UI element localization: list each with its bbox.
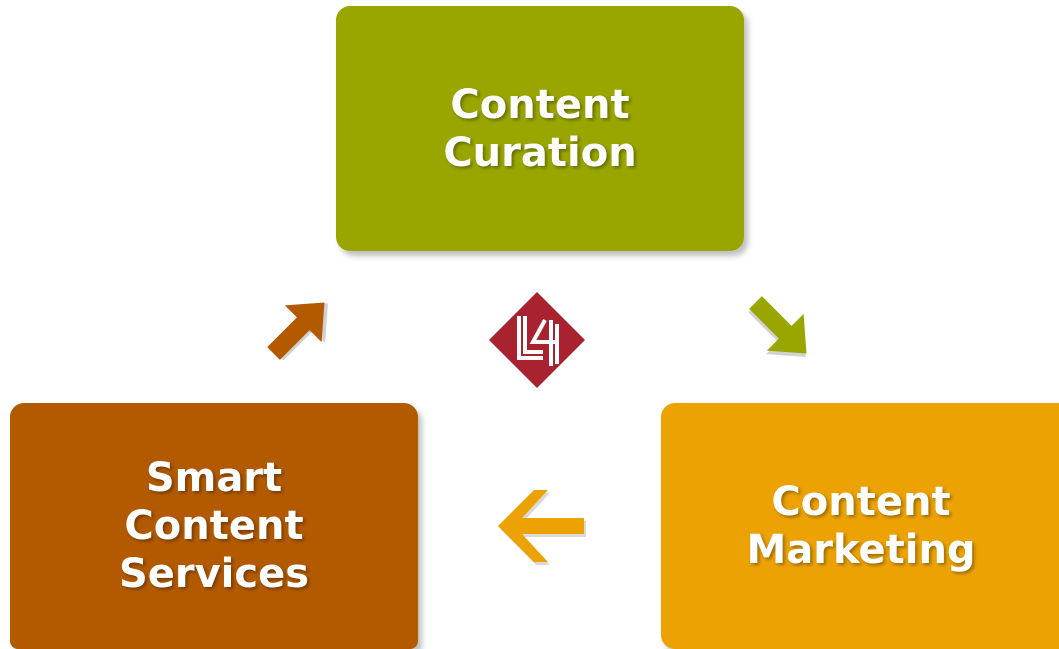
arrow-left-icon (498, 490, 586, 565)
smart-content-services-label: Smart Content Services (118, 455, 310, 597)
logo-l4-mark (517, 316, 559, 366)
content-marketing-label: Content Marketing (746, 479, 976, 573)
arrow-up-right-icon (267, 302, 328, 361)
arrow-up-right-fill (267, 302, 325, 360)
arrow-down-right-fill (749, 296, 807, 354)
content-curation-label: Content Curation (443, 81, 637, 176)
arrow-down-right-icon (748, 296, 807, 357)
l4-logo-icon (489, 292, 585, 388)
arrow-left-fill (498, 490, 584, 562)
smart-content-services-box: Smart Content Services (10, 403, 418, 649)
content-curation-box: Content Curation (336, 6, 744, 251)
content-marketing-box: Content Marketing (661, 403, 1059, 649)
